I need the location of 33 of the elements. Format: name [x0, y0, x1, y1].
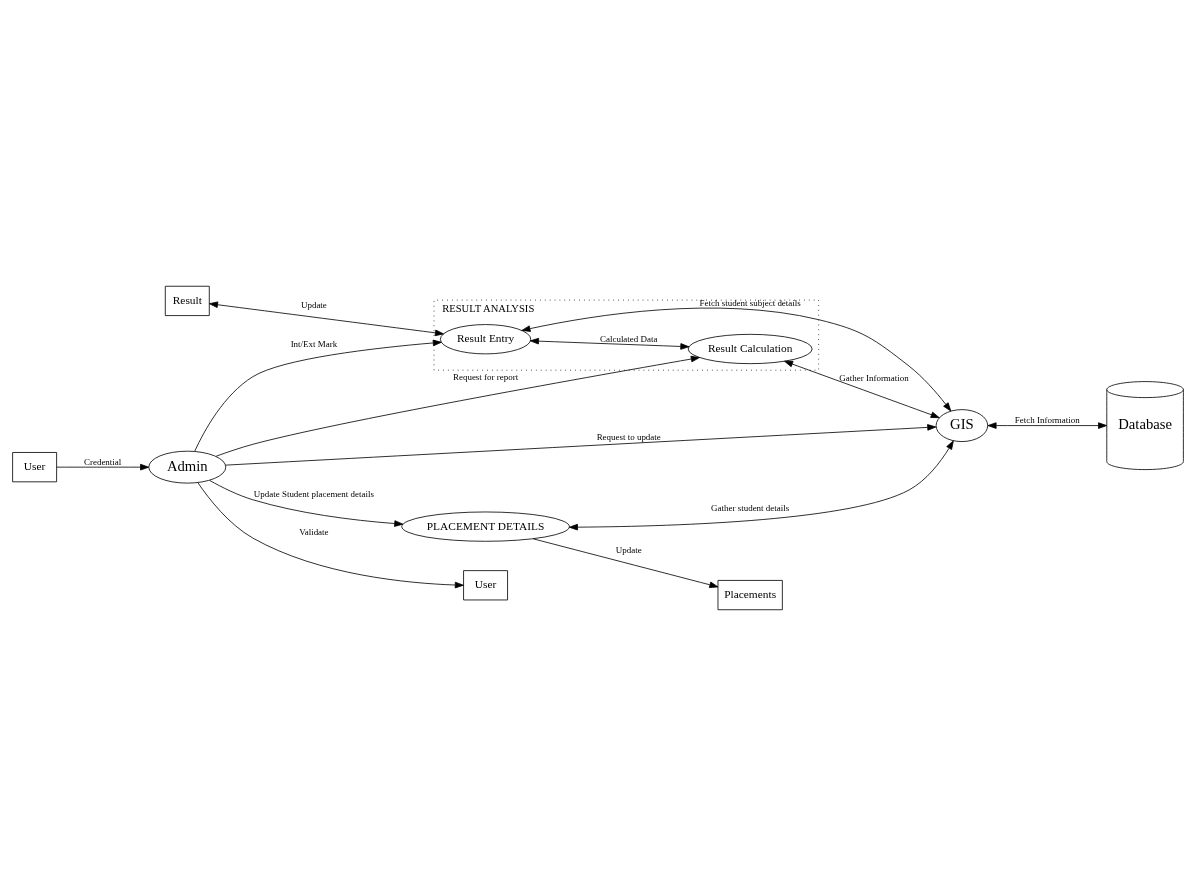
edge-label: Update Student placement details [253, 488, 374, 499]
arrow [215, 355, 700, 457]
arrow [568, 440, 954, 530]
node-box: Placements [717, 579, 783, 610]
edge-label: Update [615, 544, 642, 555]
edge-label: Calculated Data [600, 333, 658, 343]
node-ellipse: GIS [935, 408, 989, 442]
arrow [194, 339, 442, 451]
node-ellipse: Admin [148, 450, 227, 484]
edge-label: Credential [84, 456, 122, 467]
node-box: Result [164, 285, 210, 316]
arrow [532, 537, 719, 588]
arrow [784, 360, 940, 418]
edge-label: Int/Ext Mark [290, 338, 338, 349]
arrow [209, 301, 444, 336]
node-box: User [12, 451, 57, 482]
edge-label: Update [300, 299, 327, 310]
arrow [225, 423, 937, 466]
edge-label: Request for report [452, 371, 519, 382]
edge-label: Gather student details [711, 502, 790, 513]
edge-label: Fetch student subject details [699, 297, 801, 308]
edge-label: Gather Information [839, 372, 909, 383]
node-ellipse: PLACEMENT DETAILS [401, 511, 570, 542]
arrow [209, 479, 404, 527]
node-box: User [463, 569, 508, 600]
arrow [521, 307, 952, 411]
arrow [56, 463, 150, 470]
edge-label: Fetch Information [1014, 414, 1080, 425]
edge-label: Validate [299, 526, 329, 537]
arrow [530, 337, 690, 350]
arrow [197, 481, 464, 588]
arrow [987, 421, 1108, 429]
edge-label: Request to update [596, 431, 661, 442]
